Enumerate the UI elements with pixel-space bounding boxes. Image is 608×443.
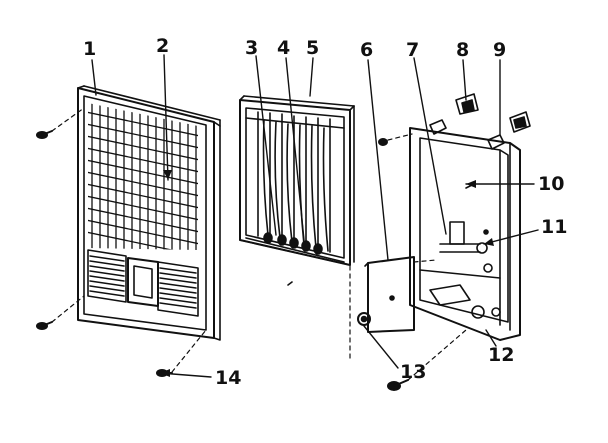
callout-14: 14 xyxy=(215,367,241,389)
screw-back xyxy=(378,138,388,146)
front-grille-panel xyxy=(77,85,221,341)
callout-8: 8 xyxy=(456,39,469,61)
burner-assembly xyxy=(239,95,355,286)
control-knob xyxy=(357,312,371,326)
grille-mesh xyxy=(88,103,198,250)
back-housing xyxy=(409,119,521,341)
callout-labels: 1 2 3 4 5 6 7 8 9 10 11 12 13 14 xyxy=(83,35,567,389)
lower-louvres xyxy=(87,249,199,317)
callout-4: 4 xyxy=(277,37,290,59)
callout-13: 13 xyxy=(400,361,426,383)
mounting-clips xyxy=(455,93,531,133)
cover-plate xyxy=(364,256,415,333)
screw-bottom-13 xyxy=(387,379,409,391)
screw-bottom-left xyxy=(36,321,53,330)
callout-12: 12 xyxy=(488,344,514,366)
leader-lines xyxy=(91,54,539,378)
callout-10: 10 xyxy=(538,173,564,195)
callout-2: 2 xyxy=(156,35,169,57)
arrowheads xyxy=(160,170,494,377)
callout-3: 3 xyxy=(245,37,258,59)
callout-9: 9 xyxy=(493,39,506,61)
screw-top-left xyxy=(36,130,53,139)
callout-7: 7 xyxy=(406,39,419,61)
callout-6: 6 xyxy=(360,39,373,61)
callout-1: 1 xyxy=(83,38,96,60)
callout-5: 5 xyxy=(306,37,319,59)
alignment-lines xyxy=(51,107,467,381)
callout-11: 11 xyxy=(541,216,567,238)
